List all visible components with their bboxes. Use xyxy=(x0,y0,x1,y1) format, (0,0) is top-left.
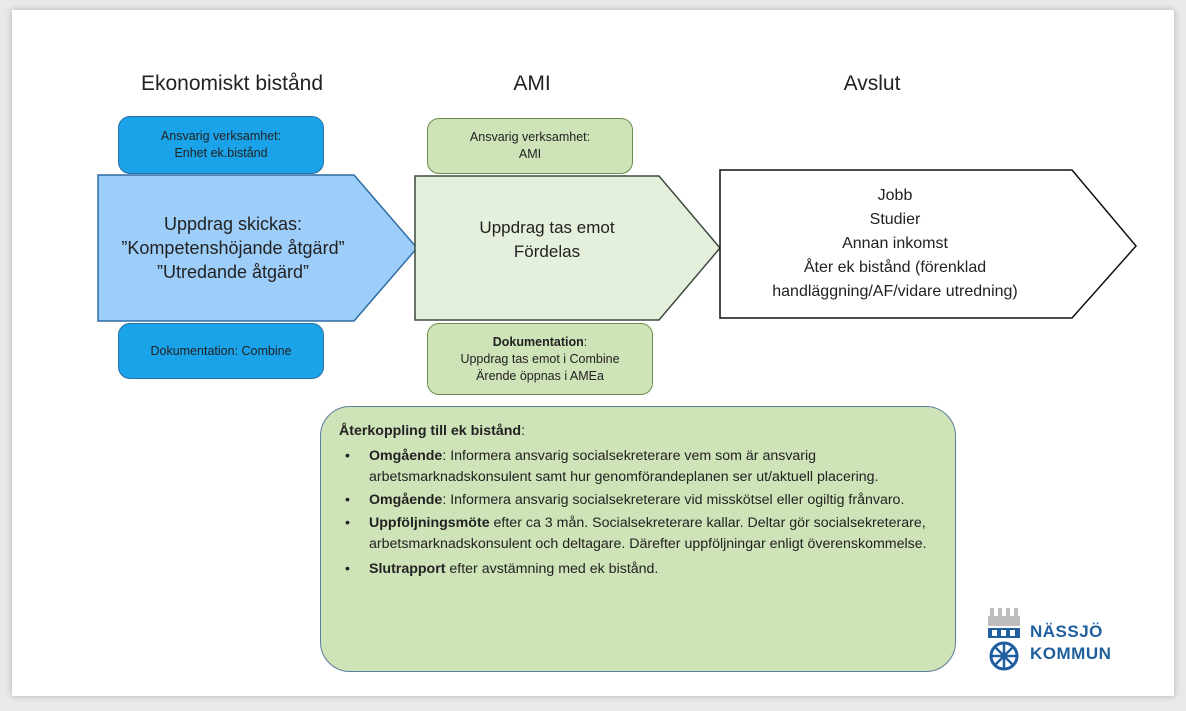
outcome-return-line-2: handläggning/AF/vidare utredning) xyxy=(772,283,1018,300)
column-title-avslut: Avslut xyxy=(843,72,901,95)
send-line-2: ”Kompetenshöjande åtgärd” xyxy=(121,238,345,258)
chevron-shapes xyxy=(97,169,1137,322)
feedback-item: Omgående: Informera ansvarig socialsekre… xyxy=(339,446,937,488)
responsible-unit-label: Ansvarig verksamhet: xyxy=(160,129,282,143)
feedback-item: Omgående: Informera ansvarig socialsekre… xyxy=(339,490,937,511)
feedback-item: Uppföljningsmöte efter ca 3 mån. Socials… xyxy=(339,513,937,555)
documentation-line-1: Uppdrag tas emot i Combine xyxy=(460,351,620,366)
documentation-title-2: Dokumentation: xyxy=(492,334,588,349)
documentation-label: Dokumentation: Combine xyxy=(150,343,292,358)
feedback-list: Omgående: Informera ansvarig socialsekre… xyxy=(339,446,937,580)
receive-line-2: Fördelas xyxy=(513,242,581,261)
send-line-1: Uppdrag skickas: xyxy=(163,214,303,234)
responsible-unit-box-1: Ansvarig verksamhet: Enhet ek.bistånd xyxy=(118,116,324,174)
chevron-send-assignment xyxy=(97,174,418,322)
receive-line-1: Uppdrag tas emot xyxy=(479,218,615,237)
responsible-unit-box-2: Ansvarig verksamhet: AMI xyxy=(427,118,633,174)
responsible-unit-value-2: AMI xyxy=(518,147,542,161)
chevron-outcome xyxy=(719,169,1137,319)
chevron-receive-text: Uppdrag tas emot Fördelas xyxy=(432,210,662,270)
documentation-box-1: Dokumentation: Combine xyxy=(118,323,324,379)
chevron-receive-assignment xyxy=(414,175,721,321)
logo-text-line-2: KOMMUN xyxy=(1030,644,1112,663)
feedback-box: Återkoppling till ek bistånd: Omgående: … xyxy=(320,406,956,672)
responsible-unit-label-2: Ansvarig verksamhet: xyxy=(469,130,591,144)
column-title-ami: AMI xyxy=(513,72,551,95)
feedback-item: Slutrapport efter avstämning med ek bist… xyxy=(339,559,937,580)
slide: Ekonomiskt bistånd AMI Avslut Ansvarig v… xyxy=(12,10,1174,696)
send-line-3: ”Utredande åtgärd” xyxy=(156,262,310,282)
responsible-unit-value: Enhet ek.bistånd xyxy=(174,146,268,160)
coat-of-arms-icon xyxy=(988,608,1020,671)
outcome-other-income: Annan inkomst xyxy=(842,235,948,252)
nassjo-kommun-logo: NÄSSJÖ KOMMUN xyxy=(984,606,1111,678)
documentation-box-2: Dokumentation: Uppdrag tas emot i Combin… xyxy=(427,323,653,395)
feedback-title: Återkoppling till ek bistånd: xyxy=(339,423,526,439)
documentation-line-2: Ärende öppnas i AMEa xyxy=(476,368,604,383)
chevron-outcome-text: Jobb Studier Annan inkomst Åter ek bistå… xyxy=(730,182,1060,306)
chevron-send-text: Uppdrag skickas: ”Kompetenshöjande åtgär… xyxy=(108,200,358,296)
outcome-return-line-1: Åter ek bistånd (förenklad xyxy=(803,259,987,276)
column-title-ekonomiskt-bistand: Ekonomiskt bistånd xyxy=(140,72,324,95)
outcome-studies: Studier xyxy=(869,211,921,228)
outcome-job: Jobb xyxy=(877,187,913,204)
logo-text-line-1: NÄSSJÖ xyxy=(1030,622,1103,641)
